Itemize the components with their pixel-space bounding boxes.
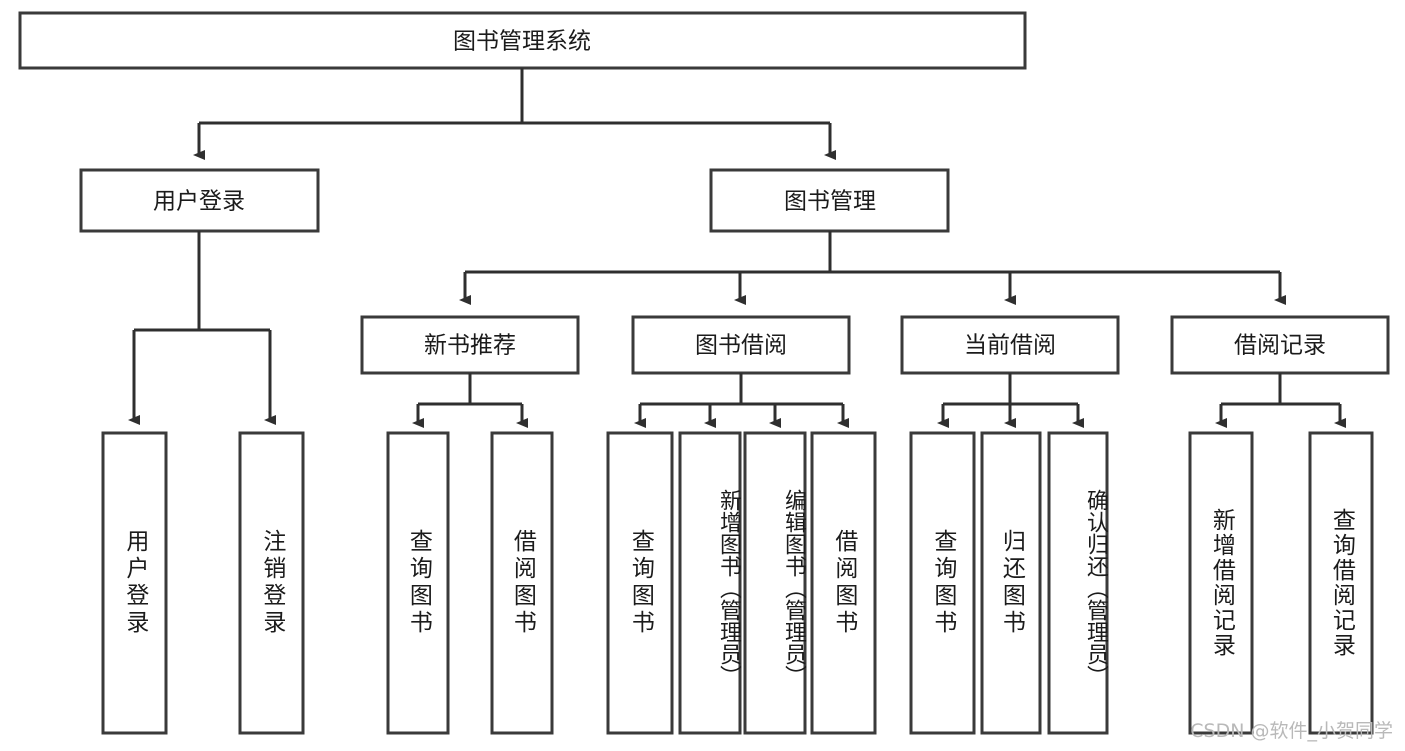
node-root-label: 图书管理系统 xyxy=(453,29,591,55)
leaf-box-borrow-book-2[interactable] xyxy=(810,431,877,735)
leaf-box-add-book-admin[interactable] xyxy=(678,431,742,735)
leaf-box-query-book-3[interactable] xyxy=(909,431,976,735)
leaf-box-return-book[interactable] xyxy=(980,431,1042,735)
node-borrow-record-label: 借阅记录 xyxy=(1234,333,1326,359)
node-current-borrow-label: 当前借阅 xyxy=(964,333,1056,359)
leaf-box-add-borrow-record[interactable] xyxy=(1188,431,1254,735)
leaf-box-query-borrow-record[interactable] xyxy=(1308,431,1374,735)
connector-book-management-to-level3 xyxy=(459,231,1286,305)
node-new-book-recommend[interactable]: 新书推荐 xyxy=(360,315,580,375)
leaf-box-borrow-book-1[interactable] xyxy=(490,431,554,735)
connector-book-borrow-to-leaves xyxy=(634,373,849,428)
node-book-management-label: 图书管理 xyxy=(784,189,876,215)
node-current-borrow-box xyxy=(900,315,1120,375)
connector-user-login-to-leaves xyxy=(128,231,276,425)
node-new-book-recommend-box xyxy=(360,315,580,375)
node-user-login-label: 用户登录 xyxy=(153,189,245,215)
node-book-borrow-label: 图书借阅 xyxy=(695,333,787,359)
node-user-login-box xyxy=(79,168,320,233)
leaf-box-user-login[interactable] xyxy=(101,431,168,735)
leaf-box-logout[interactable] xyxy=(238,431,305,735)
connector-new-book-recommend-to-leaves xyxy=(412,373,528,428)
node-user-login[interactable]: 用户登录 xyxy=(79,168,320,233)
connector-root-to-level2 xyxy=(193,68,836,160)
connector-current-borrow-to-leaves xyxy=(937,373,1084,428)
node-new-book-recommend-label: 新书推荐 xyxy=(424,333,516,359)
connector-borrow-record-to-leaves xyxy=(1215,373,1346,428)
node-book-borrow[interactable]: 图书借阅 xyxy=(631,315,851,375)
node-root[interactable]: 图书管理系统 xyxy=(18,11,1027,70)
node-borrow-record[interactable]: 借阅记录 xyxy=(1170,315,1390,375)
leaf-box-edit-book-admin[interactable] xyxy=(743,431,807,735)
node-book-management[interactable]: 图书管理 xyxy=(709,168,950,233)
node-current-borrow[interactable]: 当前借阅 xyxy=(900,315,1120,375)
node-root-box xyxy=(18,11,1027,70)
leaf-box-query-book-1[interactable] xyxy=(386,431,450,735)
leaf-box-query-book-2[interactable] xyxy=(606,431,674,735)
leaf-box-confirm-return-admin[interactable] xyxy=(1047,431,1109,735)
watermark-text: CSDN @软件_小贺同学 xyxy=(1190,720,1393,742)
